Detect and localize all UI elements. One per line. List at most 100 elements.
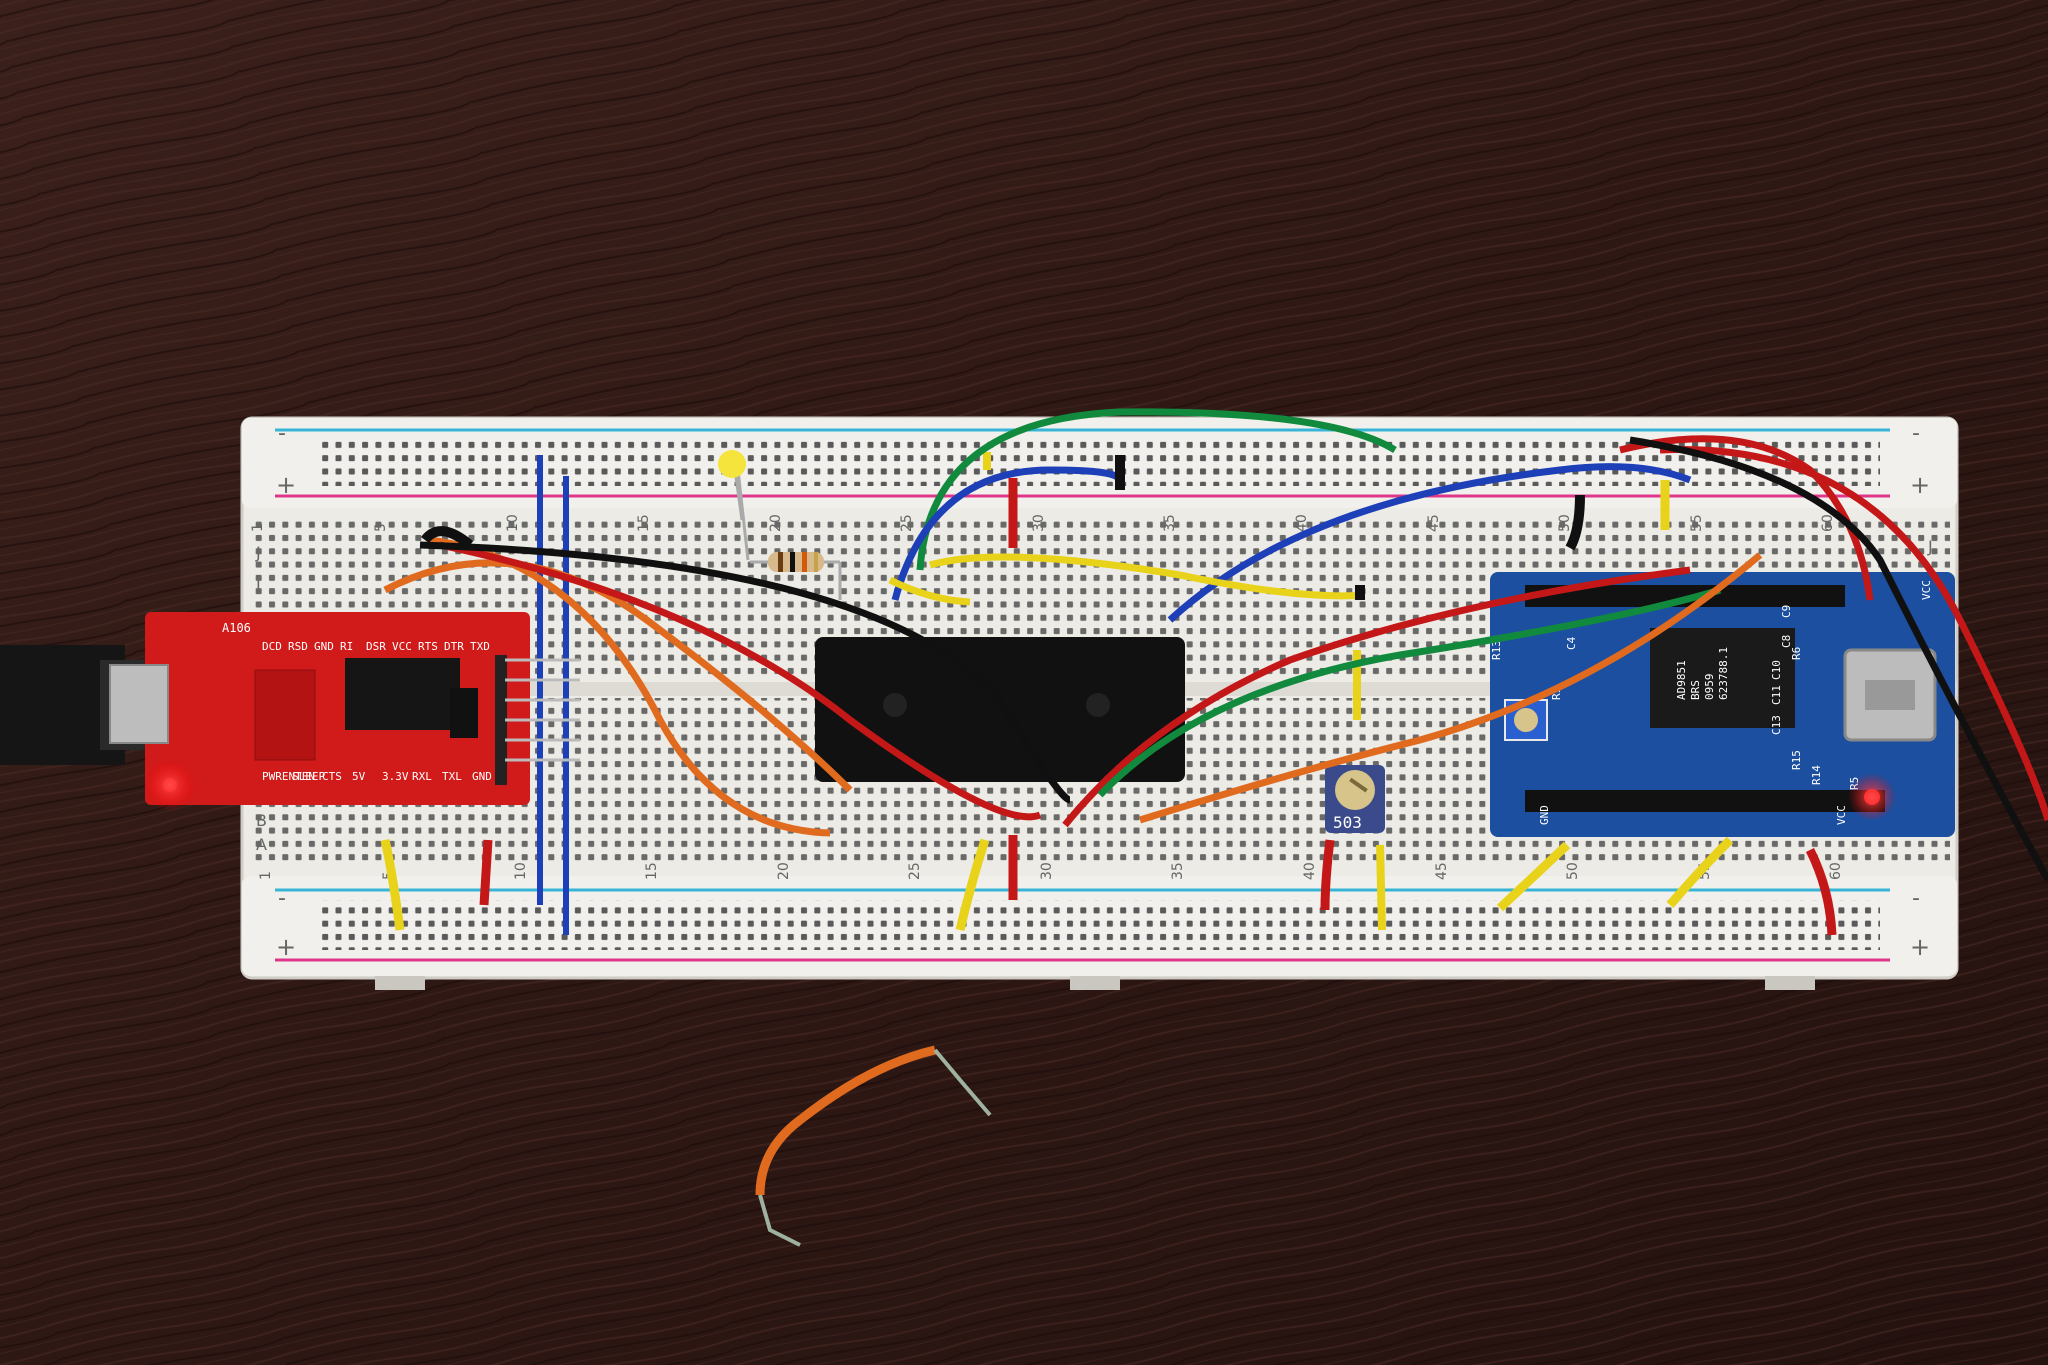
column-number-top-1: 1 xyxy=(250,523,266,532)
loose-orange-jumper xyxy=(755,1045,992,1247)
yellow-jumper-rail-4 xyxy=(1666,836,1734,908)
orange-wire-1 xyxy=(383,559,853,793)
usb-pin-label-top-3: RI xyxy=(340,640,353,653)
row-letter-j: J xyxy=(255,543,261,562)
usb-pin-label-top-0: DCD xyxy=(262,640,282,653)
dds-chip-line-1: BRS xyxy=(1689,680,1702,700)
column-number-bottom-25: 25 xyxy=(907,862,923,880)
usb-pin-label-top-4: DSR xyxy=(366,640,386,653)
column-number-top-15: 15 xyxy=(636,514,652,532)
red-wire-off-board xyxy=(1659,445,2048,822)
usb-pin-label-top-2: GND xyxy=(314,640,334,653)
dds-silk-label-7: C13 xyxy=(1770,715,1783,735)
rail-minus-top-left: - xyxy=(278,421,286,446)
red-jumper-trimpot xyxy=(1320,839,1335,911)
dds-silk-label-6: C11 xyxy=(1770,685,1783,705)
dds-silk-label-9: R15 xyxy=(1790,750,1803,770)
column-number-bottom-1: 1 xyxy=(258,871,274,880)
column-number-top-35: 35 xyxy=(1162,514,1178,532)
rail-plus-top-right: + xyxy=(1910,471,1930,499)
column-number-bottom-10: 10 xyxy=(513,862,529,880)
yellow-wire-long xyxy=(929,553,1366,600)
yellow-led xyxy=(718,450,750,561)
dds-silk-label-2: C4 xyxy=(1565,636,1578,650)
rail-minus-bottom-right: - xyxy=(1912,886,1920,911)
usb-pin-label-bottom-0: PWRENTEN xyxy=(262,770,315,783)
blue-wire-across xyxy=(1167,463,1692,623)
rail-plus-top-left: + xyxy=(276,471,296,499)
usb-pin-label-top-6: RTS xyxy=(418,640,438,653)
black-wire-top-right xyxy=(1565,494,1585,551)
row-letter-j-right: J xyxy=(1927,537,1933,556)
dds-silk-label-3: C9 xyxy=(1780,605,1793,618)
column-number-bottom-45: 45 xyxy=(1434,862,1450,880)
dds-chip-line-2: 0959 xyxy=(1703,674,1716,701)
row-letter-i: I xyxy=(256,577,261,596)
column-number-top-40: 40 xyxy=(1294,514,1310,532)
usb-pin-label-bottom-3: 5V xyxy=(352,770,366,783)
dds-silk-label-10: R14 xyxy=(1810,765,1823,785)
flying-wires xyxy=(383,408,2048,882)
rail-plus-bottom-right: + xyxy=(1910,933,1930,961)
rail-plus-bottom-left: + xyxy=(276,933,296,961)
red-jumper-rail-1 xyxy=(479,839,493,906)
usb-module-label-top: A106 xyxy=(222,621,251,635)
dds-pin-label-1: VCC xyxy=(1835,805,1848,825)
trimpot: 503 xyxy=(1325,765,1385,833)
usb-pin-label-bottom-2: CTS xyxy=(322,770,342,783)
column-number-top-30: 30 xyxy=(1031,514,1047,532)
usb-pin-label-top-5: VCC xyxy=(392,640,412,653)
usb-pin-label-bottom-1: SLEEP xyxy=(292,770,325,783)
column-number-top-55: 55 xyxy=(1689,514,1705,532)
black-wire-1 xyxy=(419,541,1072,804)
column-number-top-25: 25 xyxy=(899,514,915,532)
column-number-bottom-30: 30 xyxy=(1039,862,1055,880)
column-number-top-50: 50 xyxy=(1557,514,1573,532)
column-number-top-45: 45 xyxy=(1426,514,1442,532)
usb-pin-labels-top: DCD RSD GND RI DSR VCC RTS DTR TXD xyxy=(262,640,490,653)
red-wire-2 xyxy=(1062,566,1691,828)
trimpot-label: 503 xyxy=(1333,813,1362,832)
usb-pin-label-top-8: TXD xyxy=(470,640,490,653)
column-number-top-60: 60 xyxy=(1820,514,1836,532)
dds-pin-label-0: GND xyxy=(1538,805,1551,825)
column-number-top-5: 5 xyxy=(373,523,389,532)
usb-pin-label-top-7: DTR xyxy=(444,640,464,653)
black-wire-off-board xyxy=(1629,436,2048,882)
green-wire-top xyxy=(916,408,1397,571)
column-number-bottom-15: 15 xyxy=(644,862,660,880)
dds-silk-label-0: R13 xyxy=(1490,640,1503,660)
row-letter-a: A xyxy=(256,835,267,854)
black-wire-top-left xyxy=(421,526,474,549)
red-jumper-rail-3 xyxy=(1805,847,1837,936)
yellow-wire-short xyxy=(888,576,971,606)
usb-pin-label-bottom-4: 3.3V xyxy=(382,770,409,783)
dip-ic-chip xyxy=(815,637,1185,782)
yellow-jumper-trimpot xyxy=(1376,844,1386,931)
resistor xyxy=(750,552,842,600)
row-letter-b: B xyxy=(256,811,267,830)
column-number-bottom-40: 40 xyxy=(1302,862,1318,880)
column-number-top-20: 20 xyxy=(768,514,784,532)
dds-silk-label-4: C8 xyxy=(1780,635,1793,648)
usb-pin-label-top-1: RSD xyxy=(288,640,308,653)
orange-wire-3 xyxy=(1138,552,1763,824)
column-number-bottom-50: 50 xyxy=(1565,862,1581,880)
usb-serial-module: A106 DCD RSD GND RI DSR VCC RTS DTR TXD PWRENTEN… xyxy=(109,612,580,811)
rail-jumpers xyxy=(380,452,1837,936)
rail-minus-bottom-left: - xyxy=(278,886,286,911)
yellow-jumper-rail-2 xyxy=(955,838,990,932)
yellow-jumper-rail-1 xyxy=(380,838,405,931)
dds-chip-line-3: 623788.1 xyxy=(1717,647,1730,700)
dds-chip-line-0: AD9851 xyxy=(1675,660,1688,700)
column-number-bottom-20: 20 xyxy=(776,862,792,880)
dds-silk-label-5: C10 xyxy=(1770,660,1783,680)
usb-header-pins xyxy=(495,655,580,785)
green-wire-2 xyxy=(1097,586,1722,798)
